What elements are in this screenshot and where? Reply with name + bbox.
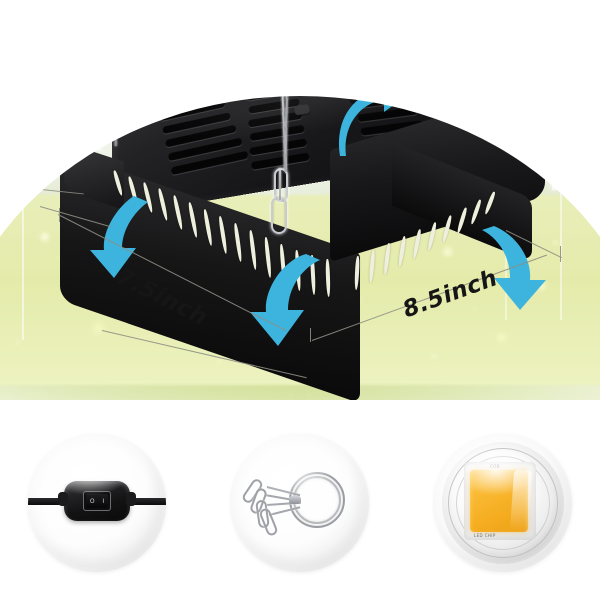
cable-crimp	[289, 496, 301, 504]
vent-slot	[342, 44, 396, 59]
vent-slot	[248, 98, 301, 114]
vent-slot	[248, 111, 303, 128]
greenhouse-rail-right	[560, 170, 562, 320]
airflow-arrow-top-left-2	[228, 42, 266, 68]
dim-tick-width-end	[560, 246, 561, 262]
hanging-wire-mid-right	[279, 168, 281, 200]
rocker-switch[interactable]: O I	[86, 494, 108, 508]
airflow-curve-svg	[250, 254, 320, 346]
airflow-curve-svg	[482, 226, 546, 310]
vent-slot	[165, 124, 237, 148]
airflow-curve-svg	[338, 80, 412, 156]
airflow-arrow-bottom-center	[236, 250, 326, 355]
switch-strain-relief-left	[58, 492, 68, 506]
airflow-arrow-top-left-stem	[161, 82, 181, 104]
switch-on-label: I	[102, 497, 105, 505]
airflow-arrow-top-right-curve	[336, 80, 426, 165]
power-cord-left	[28, 498, 78, 505]
dim-tick-height	[36, 96, 37, 194]
switch-strain-relief-right	[126, 492, 136, 506]
main-photo-scene: 1inch 7.5inch 8.5inch	[0, 0, 600, 400]
airflow-arrow-top-center-stem	[415, 84, 435, 110]
vent-slot	[249, 124, 305, 142]
greenhouse-post-left	[18, 0, 23, 170]
dim-label-height: 1inch	[13, 103, 39, 174]
airflow-arrow-bottom-left-curve	[78, 192, 158, 287]
rocker-switch-frame[interactable]: O I	[83, 491, 111, 511]
greenhouse-beam-top-2	[0, 4, 600, 8]
callout-cob-chip[interactable]: COB LED CHIP	[434, 434, 572, 572]
vent-slot	[435, 82, 505, 96]
greenhouse-rail-left	[22, 180, 24, 340]
greenhouse-post-mid	[214, 0, 219, 60]
vent-slot	[168, 137, 243, 162]
cob-top-marking: COB	[490, 464, 500, 469]
carabiner-clip-mid-right	[271, 196, 287, 234]
vent-slot	[171, 150, 249, 176]
vent-slot	[428, 32, 489, 45]
feature-callouts: O I COB LED	[0, 400, 600, 600]
center-screw-boss	[293, 103, 311, 116]
airflow-arrow-top-center	[406, 58, 444, 84]
cooling-fin	[383, 242, 391, 276]
dim-tick-depth-end	[310, 328, 311, 342]
vent-slot	[249, 138, 308, 156]
dim-tick-depth	[59, 208, 60, 222]
greenhouse-beam-top	[0, 22, 600, 26]
vent-slot	[162, 112, 231, 135]
power-cord-right	[118, 498, 166, 505]
airflow-arrow-top-far-right	[534, 62, 572, 88]
greenhouse-rail-right-2	[505, 200, 507, 320]
airflow-curve-svg	[90, 196, 148, 278]
callout-power-switch[interactable]: O I	[28, 434, 166, 572]
carabiner-clip-left	[115, 27, 133, 63]
cooling-fin	[368, 249, 376, 284]
airflow-arrow-bottom-right-curve	[480, 222, 560, 317]
airflow-arrow-top-left-2-stem	[237, 68, 257, 90]
switch-off-label: O	[89, 497, 95, 505]
airflow-arrow-top-left	[152, 56, 190, 82]
callout-hanging-kit[interactable]	[231, 434, 369, 572]
cob-bottom-marking: LED CHIP	[474, 533, 496, 538]
grow-light-fixture	[0, 0, 600, 400]
